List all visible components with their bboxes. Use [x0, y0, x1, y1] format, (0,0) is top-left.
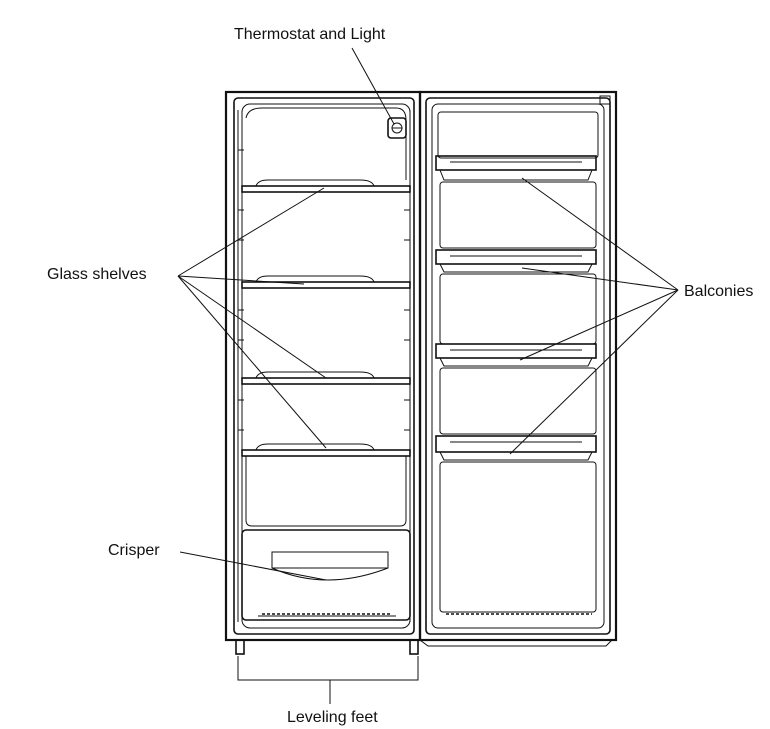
leader-balcony — [519, 289, 679, 361]
door-balcony — [435, 343, 597, 367]
fridge-door — [418, 90, 618, 647]
thermostat-light-unit — [387, 117, 407, 139]
door-compartment — [439, 181, 597, 249]
rail-ticks — [238, 149, 410, 431]
crisper-drawer — [241, 529, 411, 621]
door-balcony — [435, 155, 597, 181]
glass-shelf — [241, 443, 411, 457]
leader-leveling-feet — [237, 656, 419, 681]
leader-balcony — [521, 267, 679, 291]
leader-crisper — [179, 551, 327, 581]
door-balcony — [435, 435, 597, 461]
glass-shelf — [241, 179, 411, 193]
door-compartment — [439, 273, 597, 345]
leader-thermostat — [351, 47, 395, 125]
leader-lines — [177, 47, 679, 704]
leader-glass-shelf — [177, 187, 325, 277]
label-thermostat-and-light: Thermostat and Light — [234, 26, 386, 43]
leader-glass-shelf — [177, 275, 305, 285]
leader-glass-shelf — [177, 275, 327, 449]
door-bin-lower — [439, 461, 597, 615]
label-leveling-feet: Leveling feet — [287, 709, 378, 726]
leveling-foot-left — [235, 639, 245, 655]
door-bin-upper — [437, 111, 599, 159]
leveling-foot-right — [409, 639, 419, 655]
door-compartment — [439, 367, 597, 435]
label-glass-shelves: Glass shelves — [47, 266, 147, 283]
label-crisper: Crisper — [108, 542, 160, 559]
fridge-cabinet — [224, 90, 422, 655]
glass-shelf — [241, 275, 411, 289]
leader-balcony — [521, 177, 679, 291]
door-balcony — [435, 249, 597, 273]
label-balconies: Balconies — [684, 283, 753, 300]
leader-balcony — [509, 289, 679, 455]
leader-glass-shelf — [177, 275, 327, 379]
